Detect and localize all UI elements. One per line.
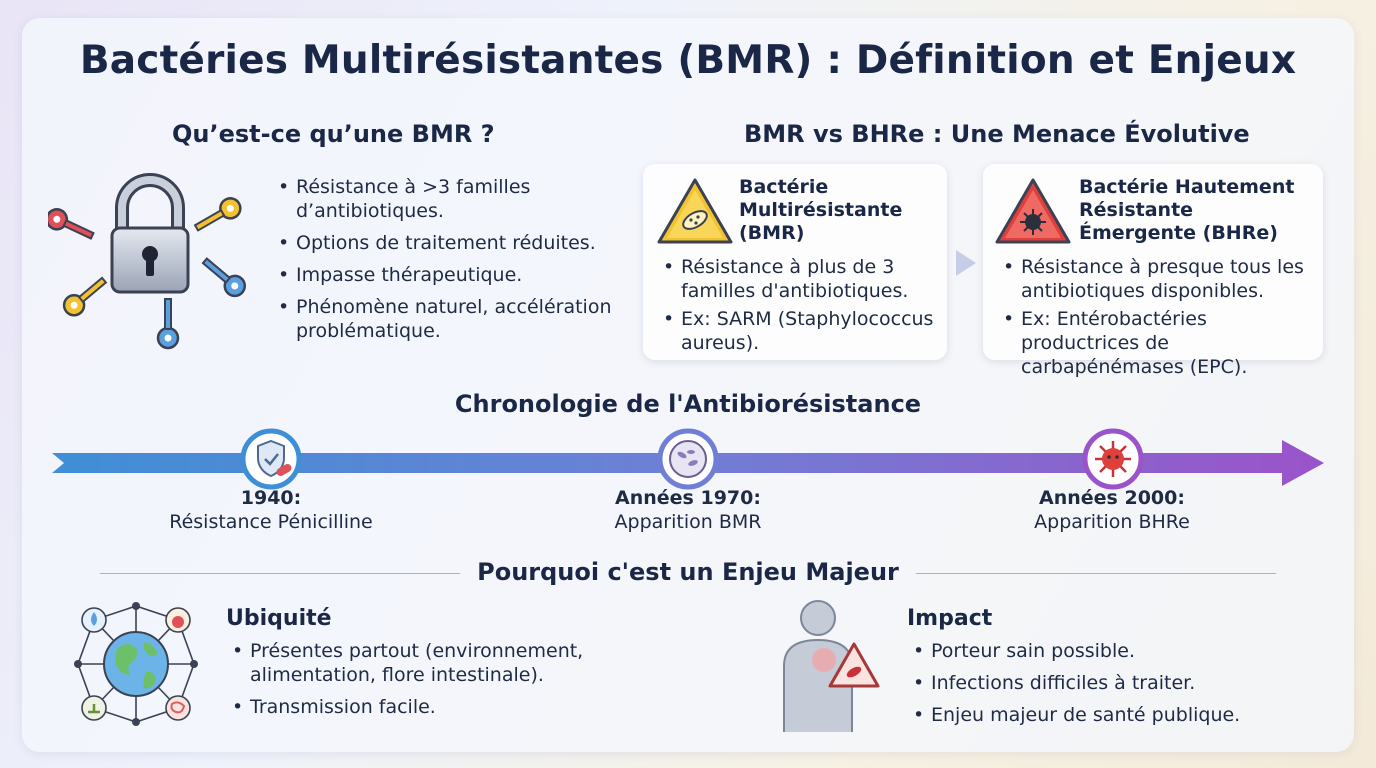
list-item: Porteur sain possible.	[911, 639, 1271, 663]
divider-left	[100, 573, 460, 574]
bmr-card: Bactérie Multirésistante (BMR) Résistanc…	[643, 164, 947, 360]
bhre-list: Résistance à presque tous les antibiotiq…	[1001, 255, 1317, 383]
impact-title: Impact	[907, 606, 993, 631]
ubiquity-list: Présentes partout (environnement, alimen…	[230, 639, 600, 727]
infographic-panel	[22, 18, 1354, 752]
timeline-event-2000: Années 2000: Apparition BHRe	[972, 486, 1252, 534]
timeline-year: 1940:	[240, 487, 302, 509]
shield-pill-icon	[240, 428, 302, 490]
comparison-heading: BMR vs BHRe : Une Menace Évolutive	[744, 120, 1250, 148]
bmr-title: Bactérie Multirésistante (BMR)	[739, 176, 903, 244]
definition-list: Résistance à >3 familles d’antibiotiques…	[276, 175, 616, 351]
list-item: Résistance à >3 familles d’antibiotiques…	[276, 175, 616, 223]
red-virus-icon	[1082, 428, 1144, 490]
list-item: Résistance à presque tous les antibiotiq…	[1001, 255, 1317, 303]
timeline-heading: Chronologie de l'Antibiorésistance	[454, 390, 922, 418]
list-item: Transmission facile.	[230, 695, 600, 719]
list-item: Ex: Entérobactéries productrices de carb…	[1001, 307, 1317, 379]
timeline-year: Années 2000:	[1039, 487, 1185, 509]
danger-virus-icon	[995, 178, 1071, 244]
petri-dish-icon	[657, 428, 719, 490]
bhre-card: Bactérie Hautement Résistante Émergente …	[983, 164, 1323, 378]
list-item: Phénomène naturel, accélération probléma…	[276, 295, 616, 343]
timeline-label: Résistance Pénicilline	[169, 511, 373, 533]
timeline-label: Apparition BHRe	[1034, 511, 1190, 533]
page-title: Bactéries Multirésistantes (BMR) : Défin…	[79, 38, 1297, 83]
list-item: Impasse thérapeutique.	[276, 263, 616, 287]
padlock-keys-icon	[48, 173, 247, 350]
impact-list: Porteur sain possible. Infections diffic…	[911, 639, 1271, 735]
timeline-event-1970: Années 1970: Apparition BMR	[548, 486, 828, 534]
list-item: Infections difficiles à traiter.	[911, 671, 1271, 695]
timeline-label: Apparition BMR	[614, 511, 762, 533]
list-item: Présentes partout (environnement, alimen…	[230, 639, 600, 687]
divider-right	[916, 573, 1276, 574]
bmr-list: Résistance à plus de 3 familles d'antibi…	[661, 255, 941, 359]
list-item: Enjeu majeur de santé publique.	[911, 703, 1271, 727]
list-item: Ex: SARM (Staphylococcus aureus).	[661, 307, 941, 355]
person-infection-icon	[783, 600, 880, 732]
definition-heading: Qu’est-ce qu’une BMR ?	[172, 120, 495, 148]
timeline-year: Années 1970:	[615, 487, 761, 509]
stakes-heading: Pourquoi c'est un Enjeu Majeur	[477, 558, 899, 586]
list-item: Résistance à plus de 3 familles d'antibi…	[661, 255, 941, 303]
bhre-title: Bactérie Hautement Résistante Émergente …	[1079, 176, 1295, 244]
list-item: Options de traitement réduites.	[276, 231, 616, 255]
globe-network-icon	[74, 602, 198, 726]
ubiquity-title: Ubiquité	[226, 606, 332, 631]
timeline-event-1940: 1940: Résistance Pénicilline	[130, 486, 412, 534]
chevron-right-icon	[956, 250, 976, 276]
warning-bacteria-icon	[657, 178, 733, 244]
